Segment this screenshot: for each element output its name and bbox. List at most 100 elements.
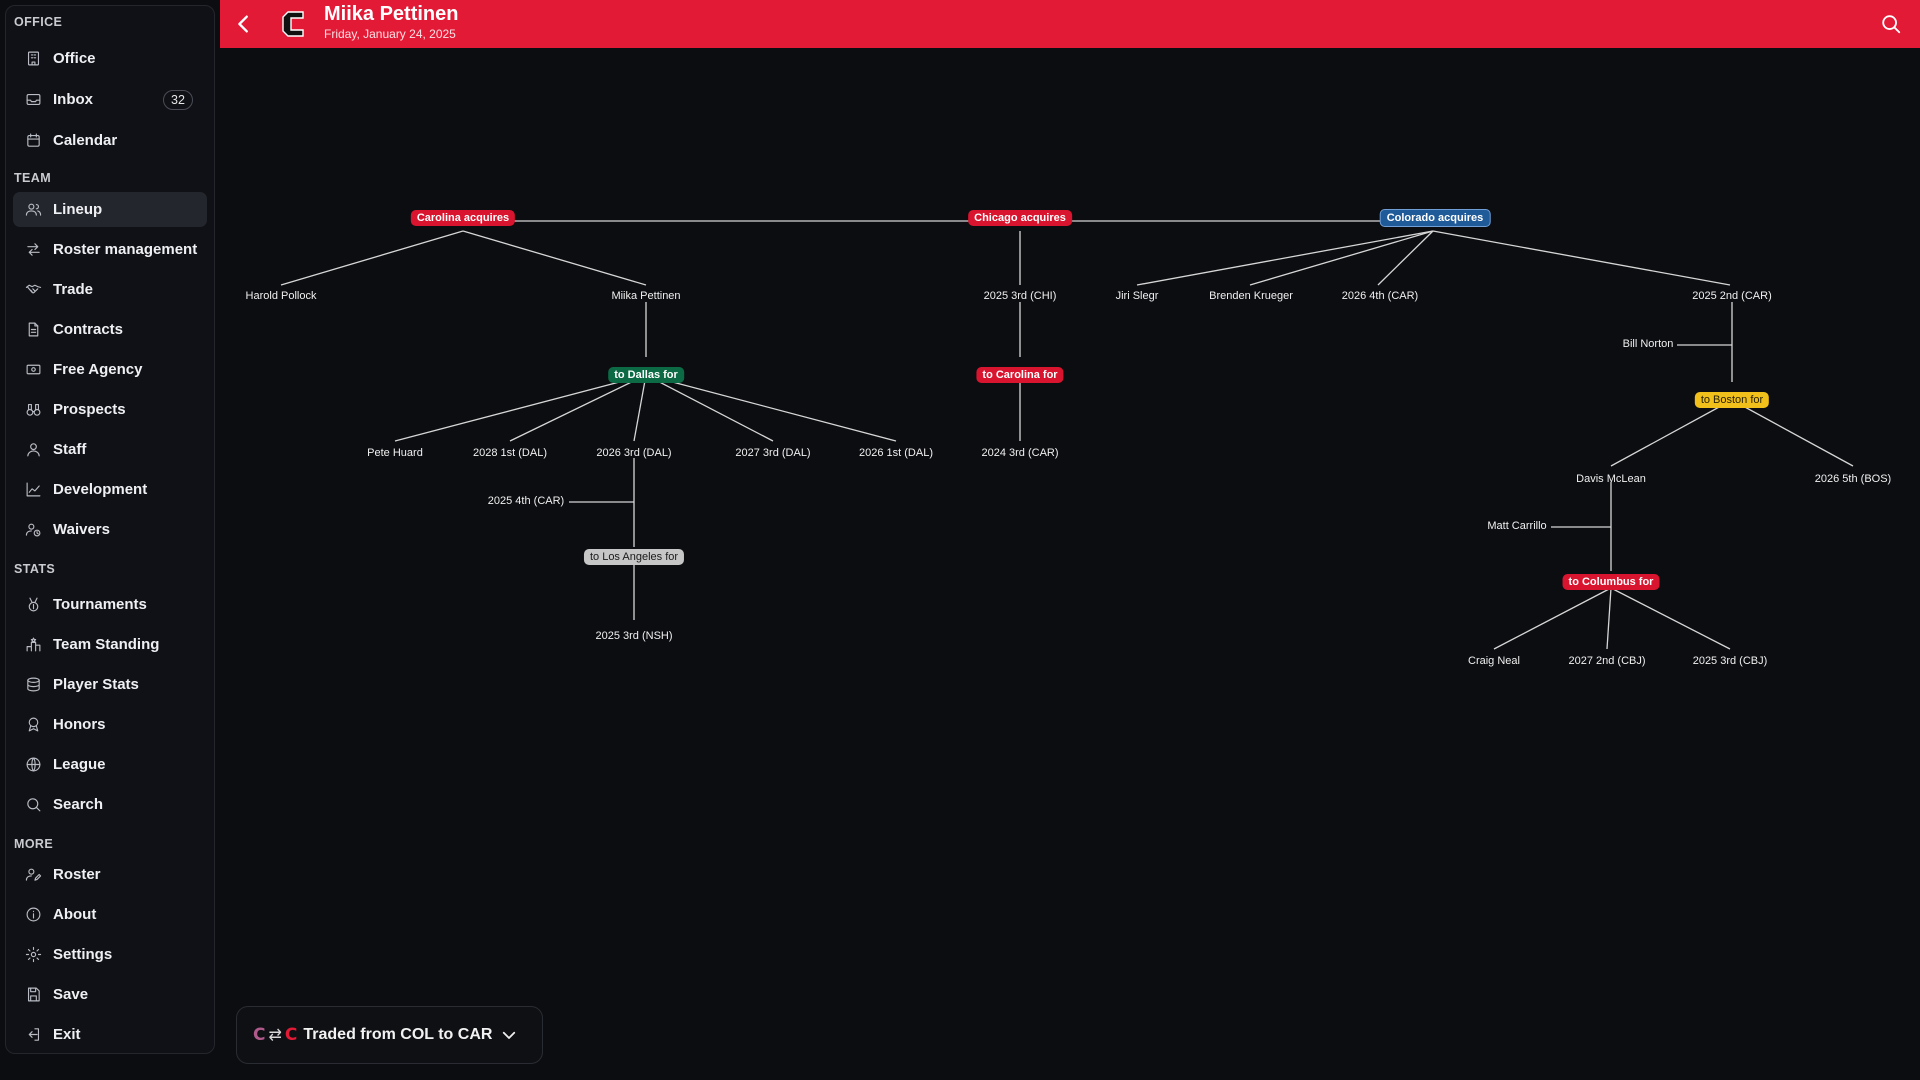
colorado-acquires-node[interactable]: Colorado acquires (1379, 209, 1491, 227)
swap-icon: ⇄ (268, 1027, 282, 1044)
asset-cbj-2027-2nd[interactable]: 2027 2nd (CBJ) (1568, 655, 1646, 667)
inbox-icon (24, 91, 42, 109)
users-icon (24, 201, 42, 219)
asset-dal-2028-1st[interactable]: 2028 1st (DAL) (473, 447, 547, 459)
search-icon (24, 796, 42, 814)
sidebar-item-roster-management[interactable]: Roster management (13, 232, 207, 267)
sidebar-item-about[interactable]: About (13, 897, 207, 932)
sidebar-item-tournaments[interactable]: Tournaments (13, 587, 207, 622)
sidebar-item-honors[interactable]: Honors (13, 707, 207, 742)
sidebar-item-waivers[interactable]: Waivers (13, 512, 207, 547)
asset-harold-pollock[interactable]: Harold Pollock (245, 290, 317, 302)
asset-pete-huard[interactable]: Pete Huard (367, 447, 423, 459)
medal-icon (24, 596, 42, 614)
asset-jiri-slegr[interactable]: Jiri Slegr (1115, 290, 1159, 302)
sidebar-item-trade[interactable]: Trade (13, 272, 207, 307)
asset-car-2026-4th[interactable]: 2026 4th (CAR) (1341, 290, 1419, 302)
to-los-angeles-node[interactable]: to Los Angeles for (583, 549, 685, 565)
sidebar-item-calendar[interactable]: Calendar (13, 123, 207, 158)
trade-selector-dropdown[interactable]: C ⇄ C Traded from COL to CAR (236, 1006, 543, 1064)
sidebar-item-label: Team Standing (53, 636, 160, 653)
to-dallas-node[interactable]: to Dallas for (608, 367, 684, 383)
to-carolina-node[interactable]: to Carolina for (976, 367, 1064, 383)
sidebar-item-label: Staff (53, 441, 87, 458)
sidebar-item-label: Exit (53, 1026, 81, 1043)
sidebar-item-label: Honors (53, 716, 106, 733)
sidebar: OFFICE Office Inbox 32 Calendar TEAM Lin… (5, 5, 215, 1054)
binoculars-icon (24, 401, 42, 419)
trade-selector-label: Traded from COL to CAR (303, 1026, 493, 1043)
sidebar-item-label: Trade (53, 281, 94, 298)
asset-craig-neal[interactable]: Craig Neal (1468, 655, 1520, 667)
save-icon (24, 986, 42, 1004)
sidebar-item-inbox[interactable]: Inbox 32 (13, 82, 207, 117)
sidebar-item-office[interactable]: Office (13, 41, 207, 76)
inbox-count-badge: 32 (163, 90, 193, 110)
sidebar-item-label: Search (53, 796, 104, 813)
asset-matt-carrillo[interactable]: Matt Carrillo (1487, 520, 1547, 532)
sidebar-item-team-standing[interactable]: Team Standing (13, 627, 207, 662)
user-clock-icon (24, 521, 42, 539)
money-icon (24, 361, 42, 379)
tree-connector-lines (280, 220, 1854, 650)
sidebar-item-label: Waivers (53, 521, 110, 538)
carolina-acquires-node[interactable]: Carolina acquires (410, 210, 516, 226)
trade-tree: Carolina acquires Chicago acquires Color… (220, 48, 1920, 1080)
sidebar-item-label: Prospects (53, 401, 126, 418)
sidebar-item-free-agency[interactable]: Free Agency (13, 352, 207, 387)
sidebar-item-label: Save (53, 986, 89, 1003)
asset-car-2025-2nd[interactable]: 2025 2nd (CAR) (1692, 290, 1772, 302)
sidebar-item-contracts[interactable]: Contracts (13, 312, 207, 347)
asset-car-2025-4th[interactable]: 2025 4th (CAR) (487, 495, 565, 507)
to-columbus-node[interactable]: to Columbus for (1562, 574, 1660, 590)
back-button[interactable] (230, 10, 258, 38)
sidebar-item-roster[interactable]: Roster (13, 857, 207, 892)
sidebar-item-label: Free Agency (53, 361, 143, 378)
sidebar-item-settings[interactable]: Settings (13, 937, 207, 972)
podium-icon (24, 636, 42, 654)
asset-davis-mclean[interactable]: Davis McLean (1576, 473, 1646, 485)
to-boston-node[interactable]: to Boston for (1694, 392, 1770, 408)
asset-chi-2025-3rd[interactable]: 2025 3rd (CHI) (983, 290, 1057, 302)
sidebar-item-exit[interactable]: Exit (13, 1017, 207, 1052)
sidebar-item-lineup[interactable]: Lineup (13, 192, 207, 227)
team-logo-icon (282, 11, 304, 37)
header-search-button[interactable] (1878, 11, 1904, 37)
car-team-logo-icon: C (284, 1025, 298, 1045)
chicago-acquires-node[interactable]: Chicago acquires (968, 210, 1072, 226)
chart-line-icon (24, 481, 42, 499)
sidebar-item-development[interactable]: Development (13, 472, 207, 507)
asset-brenden-krueger[interactable]: Brenden Krueger (1209, 290, 1293, 302)
sidebar-item-label: Lineup (53, 201, 103, 218)
document-icon (24, 321, 42, 339)
sidebar-item-label: Roster management (53, 241, 198, 258)
search-icon (1882, 15, 1901, 34)
asset-miika-pettinen[interactable]: Miika Pettinen (611, 290, 681, 302)
asset-cbj-2025-3rd[interactable]: 2025 3rd (CBJ) (1692, 655, 1768, 667)
sidebar-item-label: Player Stats (53, 676, 139, 693)
sidebar-item-label: Calendar (53, 132, 118, 149)
asset-bos-2026-5th[interactable]: 2026 5th (BOS) (1814, 473, 1892, 485)
page-date: Friday, January 24, 2025 (324, 27, 456, 41)
asset-dal-2027-3rd[interactable]: 2027 3rd (DAL) (735, 447, 811, 459)
calendar-icon (24, 132, 42, 150)
asset-car-2024-3rd[interactable]: 2024 3rd (CAR) (981, 447, 1059, 459)
sidebar-item-label: Tournaments (53, 596, 147, 613)
user-icon (24, 441, 42, 459)
exit-icon (24, 1026, 42, 1044)
chevron-down-icon (503, 1031, 516, 1039)
sidebar-item-league[interactable]: League (13, 747, 207, 782)
asset-bill-norton[interactable]: Bill Norton (1622, 338, 1674, 350)
sidebar-item-prospects[interactable]: Prospects (13, 392, 207, 427)
sidebar-item-player-stats[interactable]: Player Stats (13, 667, 207, 702)
asset-dal-2026-3rd[interactable]: 2026 3rd (DAL) (596, 447, 672, 459)
sidebar-item-search[interactable]: Search (13, 787, 207, 822)
sidebar-item-label: Development (53, 481, 148, 498)
asset-dal-2026-1st[interactable]: 2026 1st (DAL) (859, 447, 933, 459)
asset-nsh-2025-3rd[interactable]: 2025 3rd (NSH) (595, 630, 673, 642)
sidebar-item-label: Settings (53, 946, 113, 963)
sidebar-item-staff[interactable]: Staff (13, 432, 207, 467)
section-title-stats: STATS (14, 562, 56, 576)
sidebar-item-save[interactable]: Save (13, 977, 207, 1012)
sidebar-item-label: Office (53, 50, 96, 67)
